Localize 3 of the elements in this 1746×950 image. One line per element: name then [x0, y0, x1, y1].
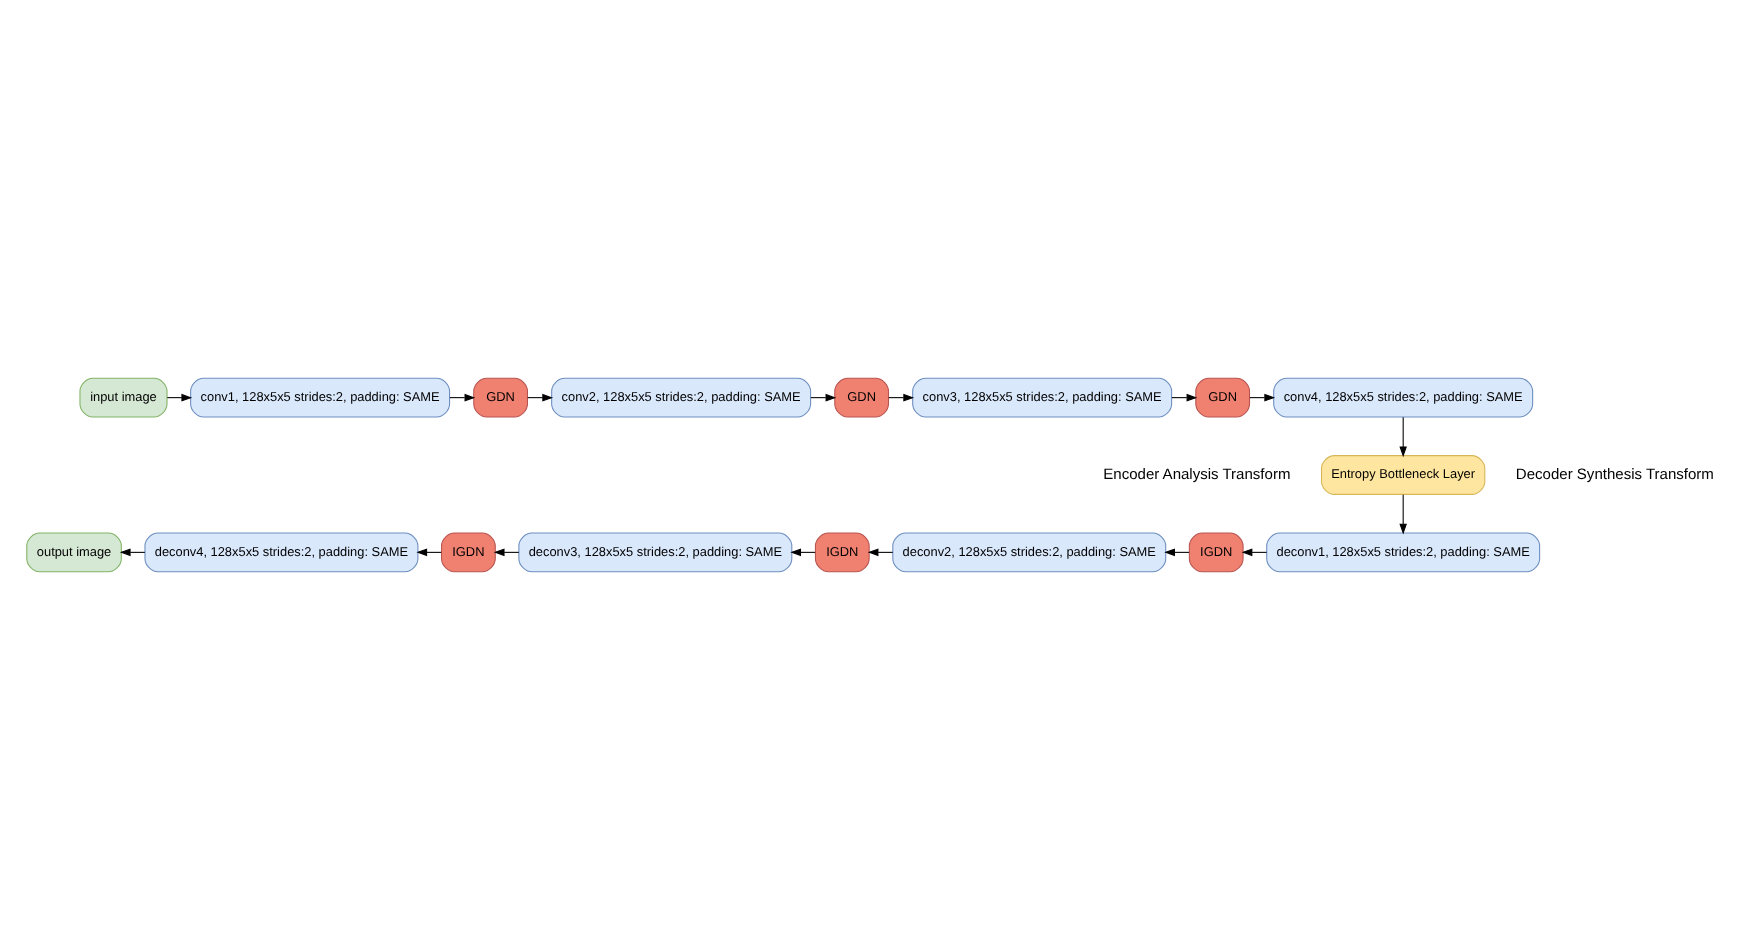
arrow — [1398, 416, 1406, 458]
arrow — [1398, 494, 1406, 535]
arrow — [1240, 548, 1267, 557]
